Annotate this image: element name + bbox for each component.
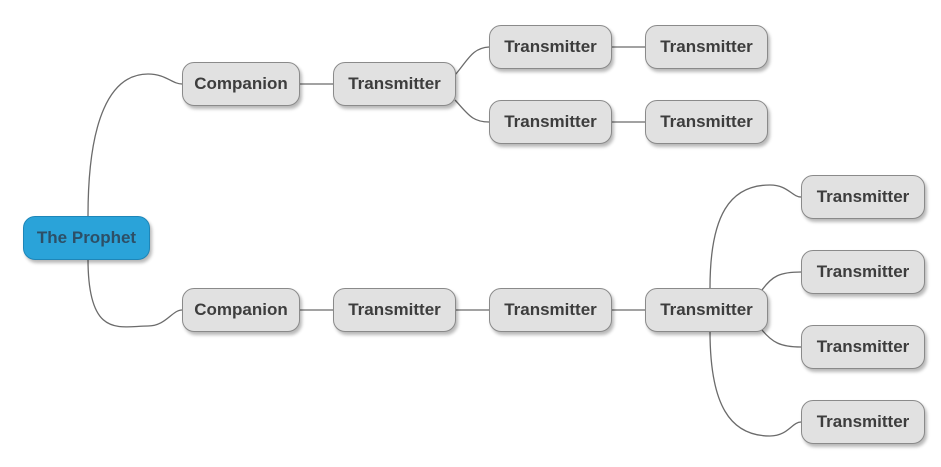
connector-root-companion-2 (87, 258, 183, 328)
node-transmitter-l4d[interactable]: Transmitter (801, 400, 925, 444)
connector-split-up (454, 46, 490, 76)
node-transmitter-u1[interactable]: Transmitter (333, 62, 456, 106)
node-transmitter-u3b[interactable]: Transmitter (645, 100, 768, 144)
node-transmitter-u2a[interactable]: Transmitter (489, 25, 612, 69)
node-transmitter-l4c[interactable]: Transmitter (801, 325, 925, 369)
connector-fan-3 (761, 329, 802, 348)
connector-fan-2 (761, 271, 802, 291)
node-the-prophet[interactable]: The Prophet (23, 216, 150, 260)
node-transmitter-u2b[interactable]: Transmitter (489, 100, 612, 144)
node-transmitter-l2[interactable]: Transmitter (489, 288, 612, 332)
node-transmitter-l3[interactable]: Transmitter (645, 288, 768, 332)
node-transmitter-u3a[interactable]: Transmitter (645, 25, 768, 69)
connector-fan-1 (709, 184, 802, 289)
connector-split-down (454, 99, 490, 123)
node-transmitter-l4a[interactable]: Transmitter (801, 175, 925, 219)
connector-root-companion-1 (87, 73, 183, 217)
node-companion-upper[interactable]: Companion (182, 62, 300, 106)
node-transmitter-l1[interactable]: Transmitter (333, 288, 456, 332)
connector-fan-4 (709, 330, 802, 437)
node-companion-lower[interactable]: Companion (182, 288, 300, 332)
node-transmitter-l4b[interactable]: Transmitter (801, 250, 925, 294)
